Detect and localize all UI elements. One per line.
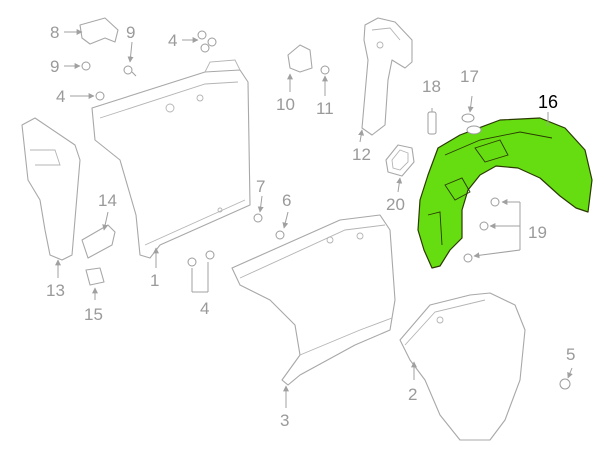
callout-4-b[interactable]: 4 (56, 87, 65, 106)
callout-7[interactable]: 7 (256, 177, 265, 196)
fastener-11[interactable] (320, 65, 330, 75)
callout-20[interactable]: 20 (386, 195, 405, 214)
callout-4-c[interactable]: 4 (200, 299, 209, 318)
fastener-18[interactable] (427, 111, 437, 135)
callout-8[interactable]: 8 (50, 23, 59, 42)
fastener-9-top[interactable] (81, 61, 91, 71)
part-12-vertical-bracket[interactable] (361, 17, 413, 136)
part-20-grommet[interactable] (385, 144, 415, 177)
callout-6[interactable]: 6 (282, 191, 291, 210)
part-1-apron-panel[interactable] (91, 59, 251, 259)
part-16-wheelhouse-liner[interactable] (417, 117, 593, 269)
callout-9-b[interactable]: 9 (50, 57, 59, 76)
fastener-9-lower[interactable] (123, 65, 137, 77)
callout-9-a[interactable]: 9 (126, 23, 135, 42)
callout-labels: 8 9 9 4 4 10 11 18 17 16 12 20 7 6 19 14… (46, 23, 575, 430)
callout-13[interactable]: 13 (46, 281, 65, 300)
part-13-splash-shield[interactable] (21, 117, 81, 261)
callout-17[interactable]: 17 (460, 67, 479, 86)
callout-10[interactable]: 10 (276, 95, 295, 114)
callout-12[interactable]: 12 (352, 145, 371, 164)
part-2-rear-panel[interactable] (399, 292, 526, 441)
callout-18[interactable]: 18 (422, 77, 441, 96)
part-10-bracket[interactable] (287, 44, 313, 73)
callout-4-a[interactable]: 4 (168, 31, 177, 50)
fastener-4-left[interactable] (95, 91, 105, 101)
fastener-4-top[interactable] (197, 30, 217, 53)
callout-15[interactable]: 15 (84, 305, 103, 324)
fastener-17[interactable] (461, 113, 482, 135)
fastener-5[interactable] (559, 378, 571, 390)
part-15-clip[interactable] (85, 267, 105, 286)
fastener-4-bottom[interactable] (187, 250, 215, 267)
callout-1[interactable]: 1 (150, 271, 159, 290)
part-3-lower-panel[interactable] (231, 214, 396, 386)
callout-2[interactable]: 2 (408, 385, 417, 404)
callout-16[interactable]: 16 (538, 92, 558, 112)
callout-19[interactable]: 19 (528, 223, 547, 242)
callout-14[interactable]: 14 (98, 191, 117, 210)
callout-11[interactable]: 11 (316, 99, 334, 118)
callout-5[interactable]: 5 (566, 345, 575, 364)
fastener-7[interactable] (253, 213, 263, 223)
leader-lines (55, 29, 573, 408)
fastener-6[interactable] (275, 230, 285, 240)
fastener-19[interactable] (463, 197, 500, 263)
callout-3[interactable]: 3 (280, 411, 289, 430)
part-14-cover[interactable] (81, 224, 116, 259)
part-8-bracket[interactable] (79, 17, 119, 45)
